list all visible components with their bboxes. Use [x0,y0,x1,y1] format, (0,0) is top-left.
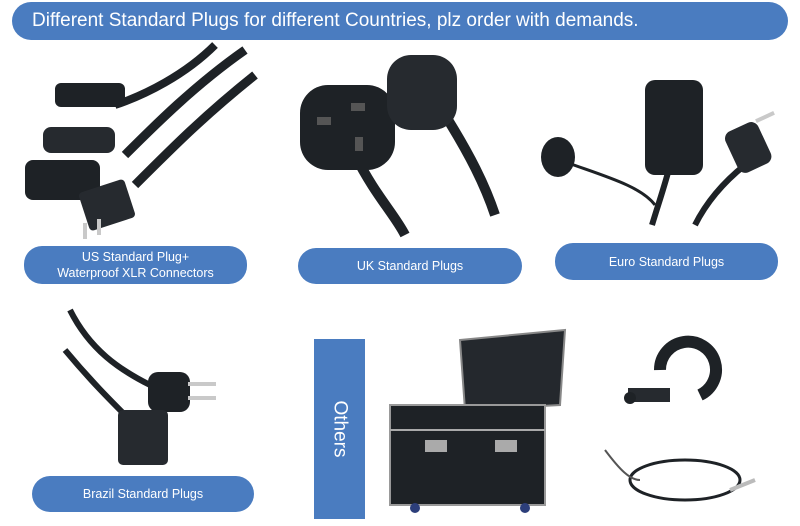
title-banner: Different Standard Plugs for different C… [12,2,788,40]
flight-case-photo [389,328,567,513]
brazil-standard-plug-label: Brazil Standard Plugs [32,476,254,512]
brazil-label-text: Brazil Standard Plugs [82,487,204,501]
euro-label-text: Euro Standard Plugs [608,254,725,269]
us-label-line1: US Standard Plug+ [81,250,190,264]
others-label-text: Others [329,400,351,458]
euro-standard-plug-label: Euro Standard Plugs [555,243,778,280]
brazil-plug-photo [62,308,216,465]
clamp-safety-cable-photo [604,335,756,502]
euro-plug-photo [541,80,775,227]
us-standard-plug-label: US Standard Plug+ Waterproof XLR Connect… [24,246,247,284]
us-label-line2: Waterproof XLR Connectors [57,266,214,280]
uk-label-text: UK Standard Plugs [356,259,464,273]
uk-plug-photo [300,55,500,238]
others-label: Others [314,339,365,519]
us-plug-xlr-photo [25,42,258,239]
uk-standard-plug-label: UK Standard Plugs [298,248,522,284]
